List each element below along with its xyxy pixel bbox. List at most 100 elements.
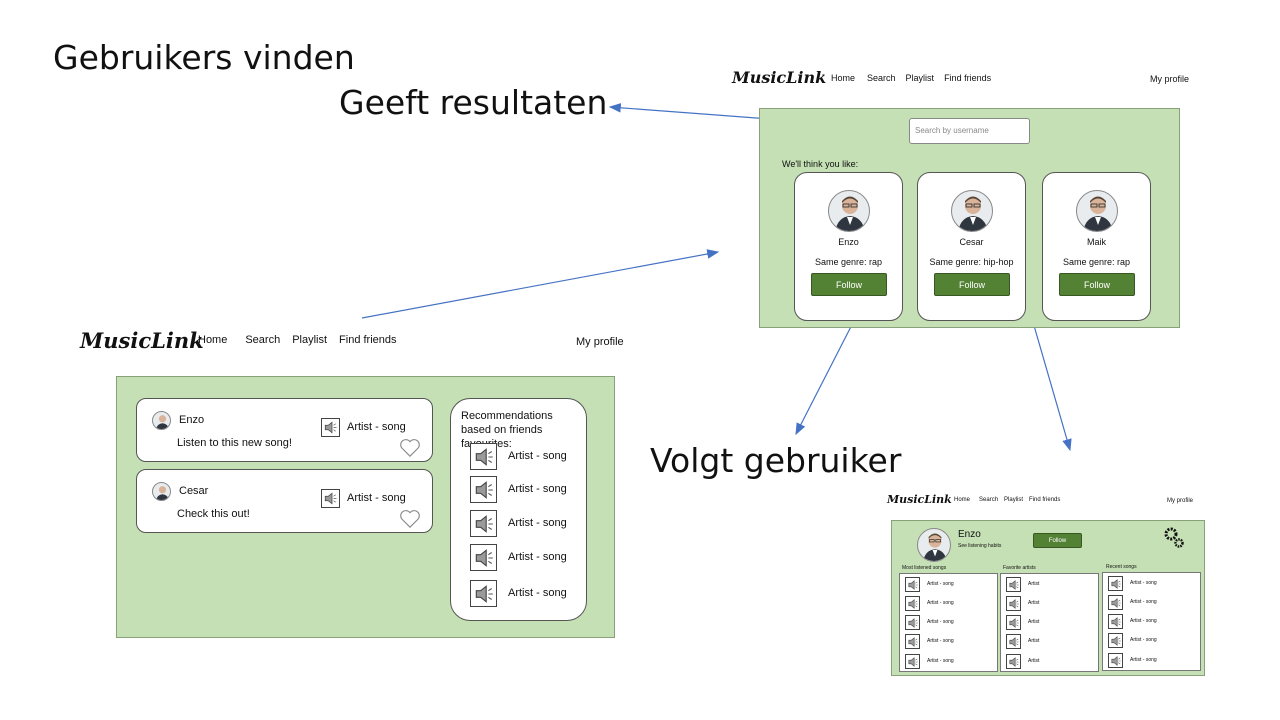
list-item[interactable]: Artist - song [1130,657,1157,663]
follow-button[interactable]: Follow [1033,533,1082,548]
listening-habits-link[interactable]: See listening habits [958,543,1002,549]
follow-button[interactable]: Follow [934,273,1010,296]
list-item[interactable]: Artist - song [927,619,954,625]
annotation-title: Gebruikers vinden [53,38,355,77]
user-card: Cesar Same genre: hip-hop Follow [917,172,1026,321]
list-item[interactable]: Artist - song [1130,599,1157,605]
speaker-icon[interactable] [905,577,920,592]
recommendation-song[interactable]: Artist - song [508,551,567,563]
heart-icon[interactable] [399,509,421,529]
brand-logo[interactable]: MusicLink [732,68,827,87]
speaker-icon[interactable] [1006,577,1021,592]
speaker-icon[interactable] [1006,615,1021,630]
top-nav: Home Search Playlist Find friends [831,73,991,83]
nav-search[interactable]: Search [245,334,281,346]
speaker-icon[interactable] [905,596,920,611]
speaker-icon[interactable] [470,443,497,470]
user-name: Cesar [959,237,984,247]
speaker-icon[interactable] [1108,576,1123,591]
nav-playlist[interactable]: Playlist [292,334,328,346]
heart-icon[interactable] [399,438,421,458]
recent-songs-list: Artist - song Artist - song Artist - son… [1102,572,1201,671]
nav-home[interactable]: Home [198,334,228,346]
follow-button[interactable]: Follow [811,273,887,296]
feed-post: Enzo Listen to this new song! Artist - s… [136,398,433,462]
search-input-placeholder: Search by username [915,126,989,135]
speaker-icon[interactable] [470,510,497,537]
list-item[interactable]: Artist [1028,600,1040,606]
top-nav: Home Search Playlist Find friends [954,497,1060,503]
feed-post: Cesar Check this out! Artist - song [136,469,433,533]
nav-playlist[interactable]: Playlist [1004,497,1024,503]
profile-name: Enzo [958,529,981,540]
list-item[interactable]: Artist - song [1130,637,1157,643]
avatar [1076,190,1118,232]
speaker-icon[interactable] [1108,614,1123,629]
gear-icon[interactable] [1162,525,1186,549]
speaker-icon[interactable] [470,580,497,607]
speaker-icon[interactable] [470,544,497,571]
list-item[interactable]: Artist - song [927,638,954,644]
annotation-follows: Volgt gebruiker [650,441,902,480]
nav-find-friends[interactable]: Find friends [1029,497,1061,503]
speaker-icon[interactable] [470,476,497,503]
speaker-icon[interactable] [321,418,340,437]
follow-label: Follow [1083,279,1110,290]
speaker-icon[interactable] [905,615,920,630]
speaker-icon[interactable] [1006,596,1021,611]
list-item[interactable]: Artist [1028,658,1040,664]
annotation-results: Geeft resultaten [339,83,608,122]
list-item[interactable]: Artist [1028,581,1040,587]
avatar [152,411,171,430]
profile-panel: Enzo See listening habits Follow Most li… [891,520,1205,676]
speaker-icon[interactable] [1108,595,1123,610]
list-item[interactable]: Artist - song [1130,618,1157,624]
nav-playlist[interactable]: Playlist [905,73,935,83]
brand-logo[interactable]: MusicLink [887,493,952,506]
list-item[interactable]: Artist [1028,638,1040,644]
list-item[interactable]: Artist - song [927,600,954,606]
list-item[interactable]: Artist - song [1130,580,1157,586]
nav-my-profile[interactable]: My profile [1167,498,1194,504]
speaker-icon[interactable] [1108,633,1123,648]
nav-find-friends[interactable]: Find friends [944,73,992,83]
nav-my-profile[interactable]: My profile [576,336,624,348]
top-nav: Home Search Playlist Find friends [198,334,397,346]
follow-label: Follow [1048,537,1067,544]
arrow-feed-to-search [361,249,720,319]
nav-home[interactable]: Home [831,73,856,83]
nav-home[interactable]: Home [954,497,971,503]
speaker-icon[interactable] [321,489,340,508]
favorite-artists-list: Artist Artist Artist Artist Artist [1000,573,1099,672]
recommendation-song[interactable]: Artist - song [508,483,567,495]
avatar [828,190,870,232]
search-input[interactable]: Search by username [909,118,1030,144]
user-name: Enzo [838,237,859,247]
most-listened-list: Artist - song Artist - song Artist - son… [899,573,998,672]
speaker-icon[interactable] [1108,653,1123,668]
nav-search[interactable]: Search [979,497,999,503]
nav-find-friends[interactable]: Find friends [339,334,397,346]
list-item[interactable]: Artist [1028,619,1040,625]
nav-search[interactable]: Search [867,73,896,83]
nav-my-profile[interactable]: My profile [1150,74,1190,84]
post-song[interactable]: Artist - song [347,421,406,433]
post-message: Check this out! [177,508,250,520]
brand-logo[interactable]: MusicLink [80,328,204,353]
list-item[interactable]: Artist - song [927,581,954,587]
speaker-icon[interactable] [1006,654,1021,669]
follow-button[interactable]: Follow [1059,273,1135,296]
recommendation-song[interactable]: Artist - song [508,587,567,599]
list-item[interactable]: Artist - song [927,658,954,664]
recommendation-song[interactable]: Artist - song [508,450,567,462]
recommendations-box: Recommendations based on friends favouri… [450,398,587,621]
post-song[interactable]: Artist - song [347,492,406,504]
search-panel: Search by username We'll think you like:… [759,108,1180,328]
speaker-icon[interactable] [905,634,920,649]
speaker-icon[interactable] [1006,634,1021,649]
speaker-icon[interactable] [905,654,920,669]
user-genre: Same genre: hip-hop [929,257,1014,267]
recommendation-song[interactable]: Artist - song [508,517,567,529]
follow-label: Follow [958,279,985,290]
post-message: Listen to this new song! [177,437,292,449]
